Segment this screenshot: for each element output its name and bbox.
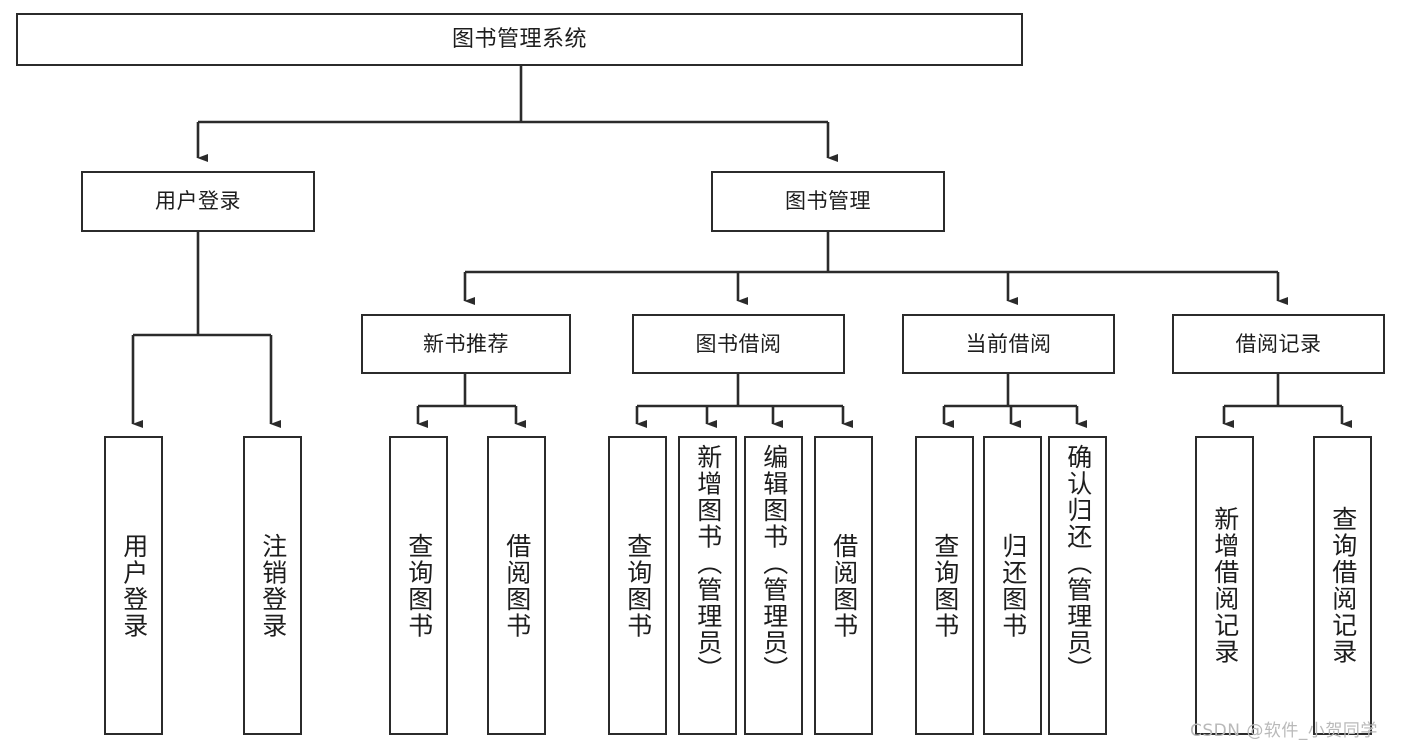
node-new-book-recommendation[interactable]: 新书推荐 <box>361 314 571 374</box>
node-label: 查询图书 <box>404 532 434 639</box>
node-root-book-management-system[interactable]: 图书管理系统 <box>16 13 1023 66</box>
watermark-text: CSDN @软件_小贺同学 <box>1190 721 1378 741</box>
node-book-management[interactable]: 图书管理 <box>711 171 945 232</box>
node-label: 注销登录 <box>258 532 288 639</box>
leaf-query-book-recommend[interactable]: 查询图书 <box>389 436 448 735</box>
leaf-borrow-book[interactable]: 借阅图书 <box>814 436 873 735</box>
node-label: 用户登录 <box>155 189 241 214</box>
leaf-add-borrow-record[interactable]: 新增借阅记录 <box>1195 436 1254 735</box>
node-label: 编辑图书（管理员） <box>759 444 789 683</box>
node-label: 图书借阅 <box>695 331 782 356</box>
node-label: 新增图书（管理员） <box>693 444 723 683</box>
node-label: 用户登录 <box>119 532 149 639</box>
leaf-user-login[interactable]: 用户登录 <box>104 436 163 735</box>
leaf-borrow-book-recommend[interactable]: 借阅图书 <box>487 436 546 735</box>
node-label: 确认归还（管理员） <box>1063 444 1093 683</box>
node-label: 查询借阅记录 <box>1328 506 1358 665</box>
leaf-add-book-admin[interactable]: 新增图书（管理员） <box>678 436 737 735</box>
node-book-borrow[interactable]: 图书借阅 <box>632 314 845 374</box>
node-label: 新增借阅记录 <box>1210 506 1240 665</box>
leaf-confirm-return-admin[interactable]: 确认归还（管理员） <box>1048 436 1107 735</box>
node-label: 图书管理 <box>785 189 871 214</box>
node-label: 当前借阅 <box>965 331 1052 356</box>
node-borrow-record[interactable]: 借阅记录 <box>1172 314 1385 374</box>
node-user-login[interactable]: 用户登录 <box>81 171 315 232</box>
node-label: 图书管理系统 <box>451 26 587 52</box>
leaf-query-borrow-record[interactable]: 查询借阅记录 <box>1313 436 1372 735</box>
node-label: 新书推荐 <box>423 331 509 356</box>
node-label: 借阅图书 <box>502 532 532 639</box>
node-current-borrow[interactable]: 当前借阅 <box>902 314 1115 374</box>
leaf-query-book-borrow[interactable]: 查询图书 <box>608 436 667 735</box>
leaf-logout[interactable]: 注销登录 <box>243 436 302 735</box>
node-label: 查询图书 <box>623 532 653 639</box>
node-label: 借阅记录 <box>1235 331 1322 356</box>
leaf-query-book-current[interactable]: 查询图书 <box>915 436 974 735</box>
node-label: 查询图书 <box>930 532 960 639</box>
leaf-return-book[interactable]: 归还图书 <box>983 436 1042 735</box>
leaf-edit-book-admin[interactable]: 编辑图书（管理员） <box>744 436 803 735</box>
node-label: 归还图书 <box>998 532 1028 639</box>
node-label: 借阅图书 <box>829 532 859 639</box>
